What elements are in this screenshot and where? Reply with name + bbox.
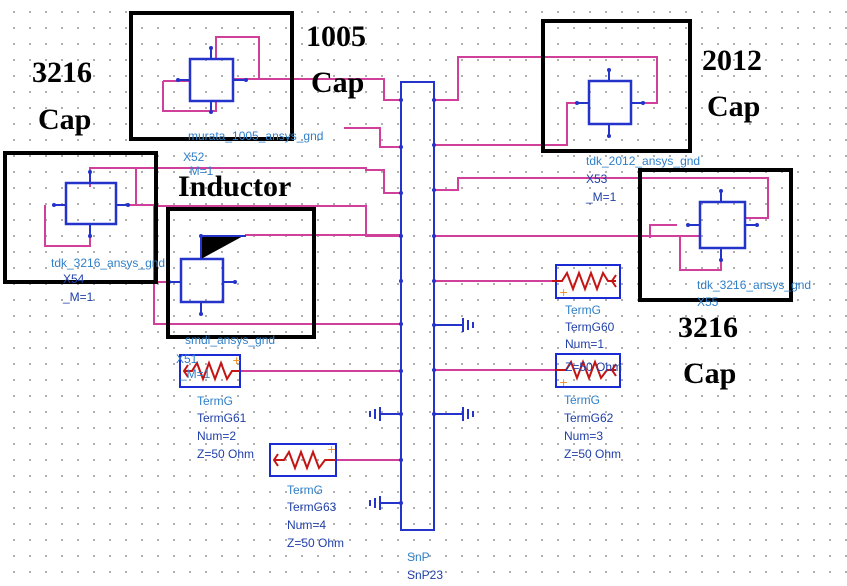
termg62-type-label: TermG [564, 393, 600, 407]
snp-type-label: SnP [407, 550, 430, 564]
snp-block[interactable] [399, 81, 436, 531]
wire [649, 224, 677, 238]
termg61-symbol[interactable]: + [179, 354, 241, 388]
wire [434, 56, 658, 104]
wire [44, 205, 91, 247]
tdk-3216-right-model-label: tdk_3216_ansys_gnd [697, 278, 812, 292]
termg62-name-label: TermG62 [564, 411, 614, 425]
murata-1005-ref-label: X52 [183, 150, 205, 164]
tdk-3216-right-ref-label: X55 [697, 295, 719, 309]
annotation-1005-line1: 1005 [306, 20, 366, 53]
wire [434, 102, 582, 146]
termg60-type-label: TermG [565, 303, 601, 317]
ground-icon [369, 407, 401, 421]
termg61-type-label: TermG [197, 394, 233, 408]
inductor-ref-label: X51 [176, 352, 198, 366]
wire [215, 36, 260, 80]
termg61-z-label: Z=50 Ohm [197, 447, 255, 461]
inductor-model-label: smdi_ansys_gnd [185, 333, 276, 347]
ground-icon [434, 407, 474, 421]
ground-icon [434, 318, 474, 332]
tdk-3216-left-model-label: tdk_3216_ansys_gnd [51, 256, 166, 270]
snp-name-label: SnP23 [407, 568, 444, 582]
murata-1005-mult-label: _M=1 [183, 164, 214, 178]
termg62-z-label: Z=50 Ohm [564, 447, 622, 461]
termg62-num-label: Num=3 [564, 429, 604, 443]
tdk-3216-right-symbol[interactable] [686, 189, 759, 262]
murata-1005-model-label: murata_1005_ansys_gnd [188, 129, 324, 143]
tdk-3216-left-symbol[interactable] [52, 170, 130, 238]
annotation-2012-line2: Cap [707, 90, 761, 123]
svg-text:+: + [232, 354, 241, 367]
wire [162, 81, 217, 112]
snp-body[interactable] [400, 81, 435, 531]
tdk-2012-mult-label: _M=1 [586, 190, 617, 204]
termg62-symbol[interactable]: + [555, 353, 621, 389]
annotation-3216-right-line2: Cap [683, 357, 737, 390]
inductor-mult-label: _M=1 [180, 367, 211, 381]
annotation-3216-right-line1: 3216 [678, 311, 738, 344]
highlight-box-3216-cap-right [638, 168, 793, 302]
tdk-3216-left-ref-label: X54 [63, 272, 85, 286]
wires [44, 36, 769, 461]
termg60-symbol[interactable]: + [552, 264, 621, 299]
snp-pins [399, 98, 436, 505]
termg63-type-label: TermG [287, 483, 323, 497]
termg61-name-label: TermG61 [197, 411, 247, 425]
highlight-box-inductor [166, 207, 316, 339]
termg60-num-label: Num=1 [565, 337, 605, 351]
highlight-box-1005-cap [129, 11, 294, 141]
tdk-2012-symbol[interactable] [575, 68, 645, 138]
annotation-1005-line2: Cap [311, 66, 365, 99]
tdk-3216-left-mult-label: _M=1 [63, 290, 94, 304]
termg60-z-label: Z=50 Ohm [565, 360, 623, 374]
tdk-2012-model-label: tdk_2012_ansys_gnd [586, 154, 701, 168]
annotation-inductor: Inductor [178, 170, 292, 203]
svg-text:+: + [559, 286, 568, 299]
ground-icon [369, 496, 401, 510]
wire [434, 177, 769, 219]
tdk-2012-ref-label: X53 [586, 172, 608, 186]
wire [136, 167, 401, 194]
annotation-2012-line1: 2012 [702, 44, 762, 77]
svg-text:+: + [559, 376, 568, 389]
termg61-num-label: Num=2 [197, 429, 237, 443]
svg-text:+: + [327, 443, 336, 456]
termg63-symbol[interactable]: + [269, 443, 337, 477]
smd-inductor-symbol[interactable] [167, 234, 246, 316]
ground-symbols [369, 318, 474, 510]
termg63-name-label: TermG63 [287, 500, 337, 514]
annotation-3216-left-line2: Cap [38, 103, 92, 136]
wire [89, 167, 137, 206]
termg63-z-label: Z=50 Ohm [287, 536, 345, 550]
murata-1005-symbol[interactable] [176, 46, 248, 114]
annotation-3216-left-line1: 3216 [32, 56, 92, 89]
highlight-box-3216-cap-left [3, 151, 158, 284]
termg60-name-label: TermG60 [565, 320, 615, 334]
termg63-num-label: Num=4 [287, 518, 327, 532]
wire [153, 206, 401, 325]
wire [344, 127, 401, 148]
highlight-boxes [3, 11, 793, 339]
highlight-box-2012-cap [541, 19, 692, 153]
wire [259, 78, 401, 101]
